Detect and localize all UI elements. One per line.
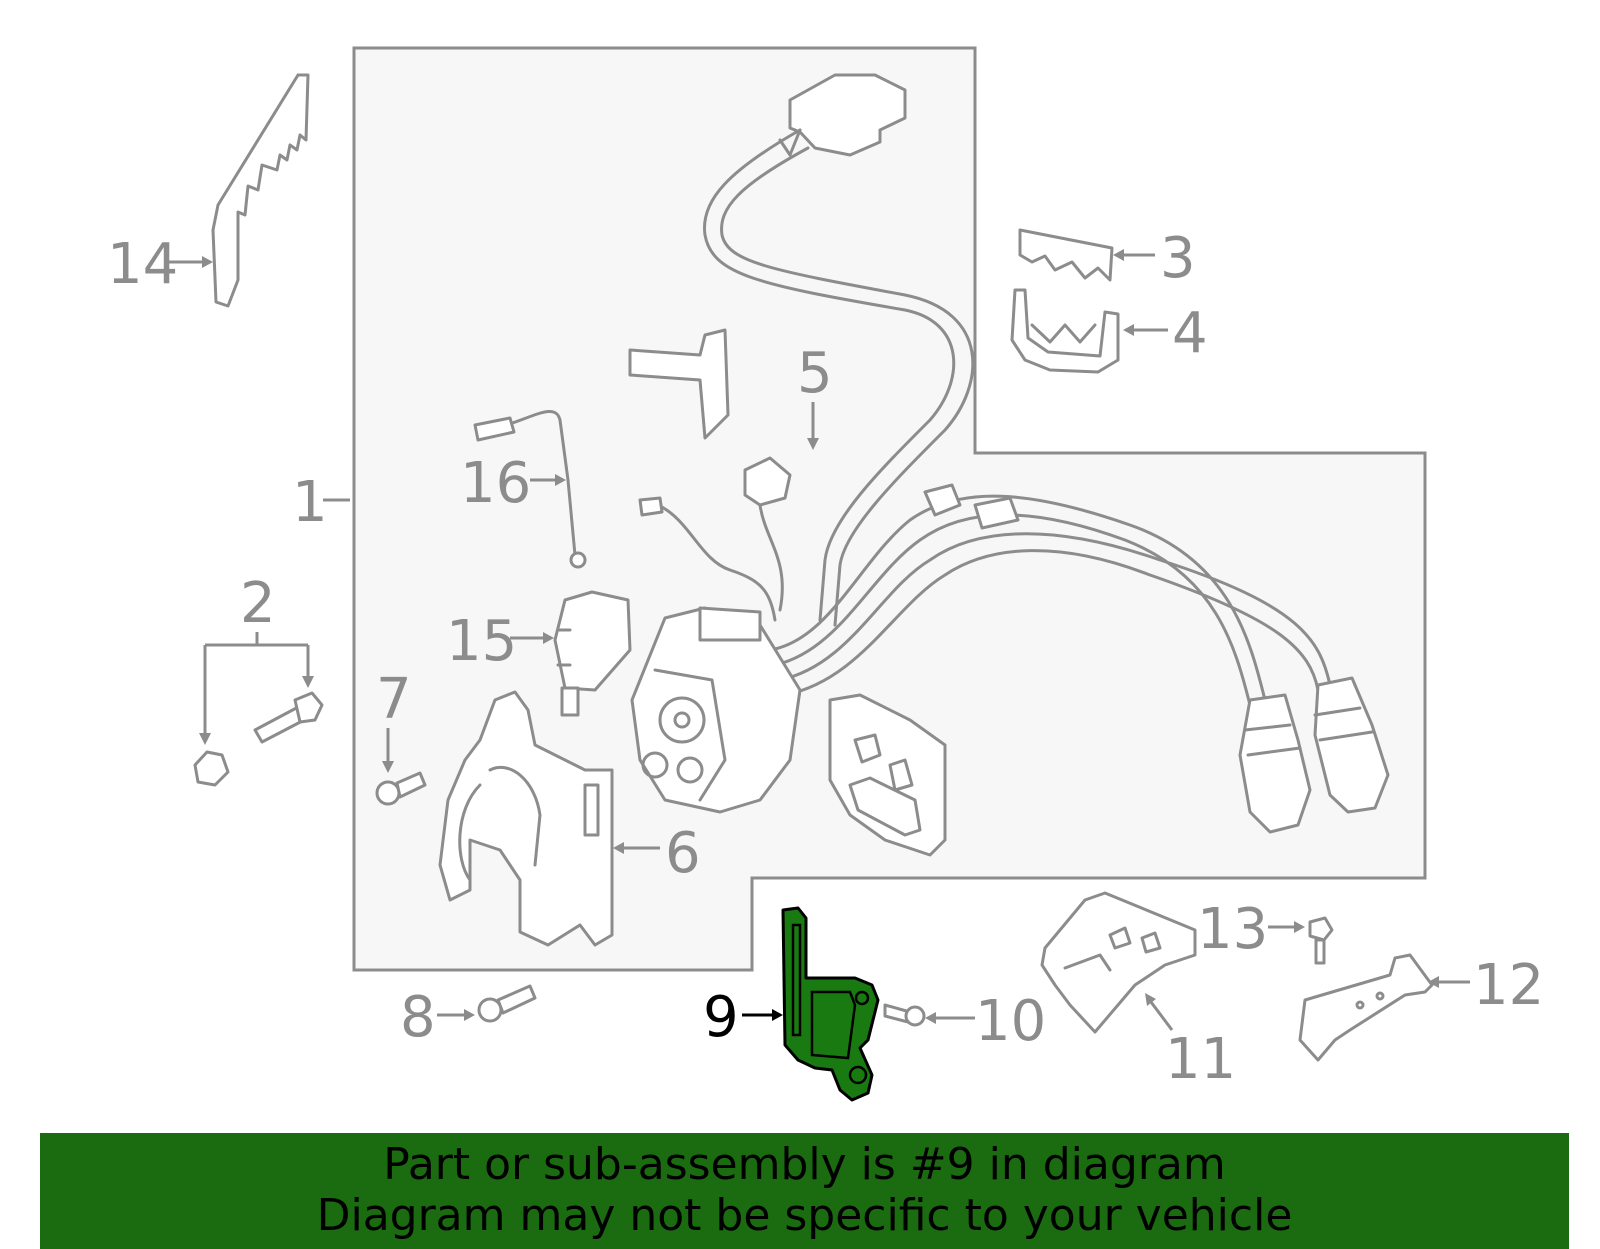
callout-11: 11 bbox=[1165, 1027, 1236, 1092]
part-4-retainer bbox=[1010, 288, 1120, 374]
part-12-bracket bbox=[1298, 953, 1434, 1062]
part-15-actuator bbox=[553, 590, 632, 717]
banner-line-2: Diagram may not be specific to your vehi… bbox=[316, 1190, 1293, 1241]
part-9-highlighted-bracket[interactable] bbox=[781, 906, 880, 1102]
assembly-box bbox=[352, 46, 1427, 972]
callout-13: 13 bbox=[1197, 897, 1268, 962]
callout-5: 5 bbox=[797, 341, 833, 406]
callout-10: 10 bbox=[975, 989, 1046, 1054]
part-1-charge-port-harness bbox=[628, 73, 1390, 857]
part-2-fasteners bbox=[193, 691, 324, 787]
callout-8: 8 bbox=[400, 985, 436, 1050]
callout-2: 2 bbox=[240, 571, 276, 636]
part-10-bolt bbox=[883, 1003, 926, 1027]
part-6-bracket bbox=[438, 690, 614, 947]
info-banner: Part or sub-assembly is #9 in diagram Di… bbox=[40, 1133, 1569, 1249]
callout-9: 9 bbox=[703, 985, 739, 1050]
callout-7: 7 bbox=[376, 667, 412, 732]
leader-lines bbox=[167, 249, 1470, 1031]
callout-16: 16 bbox=[460, 451, 531, 516]
part-3-cap bbox=[1018, 228, 1114, 282]
part-16-wire bbox=[473, 409, 587, 569]
callout-15: 15 bbox=[446, 609, 517, 674]
callout-12: 12 bbox=[1473, 953, 1544, 1018]
callout-3: 3 bbox=[1160, 226, 1196, 291]
part-13-screw bbox=[1308, 916, 1334, 965]
part-8-bolt bbox=[477, 984, 537, 1023]
callout-1: 1 bbox=[292, 470, 328, 535]
part-7-screw bbox=[375, 771, 427, 806]
banner-line-1: Part or sub-assembly is #9 in diagram bbox=[383, 1139, 1226, 1190]
callout-14: 14 bbox=[107, 232, 178, 297]
part-11-bracket bbox=[1040, 891, 1197, 1034]
callout-4: 4 bbox=[1172, 301, 1208, 366]
part-14-strip bbox=[211, 73, 310, 308]
callout-6: 6 bbox=[665, 821, 701, 886]
callout-labels: 1 2 3 4 5 6 7 8 9 10 11 12 13 14 15 16 bbox=[107, 226, 1544, 1092]
